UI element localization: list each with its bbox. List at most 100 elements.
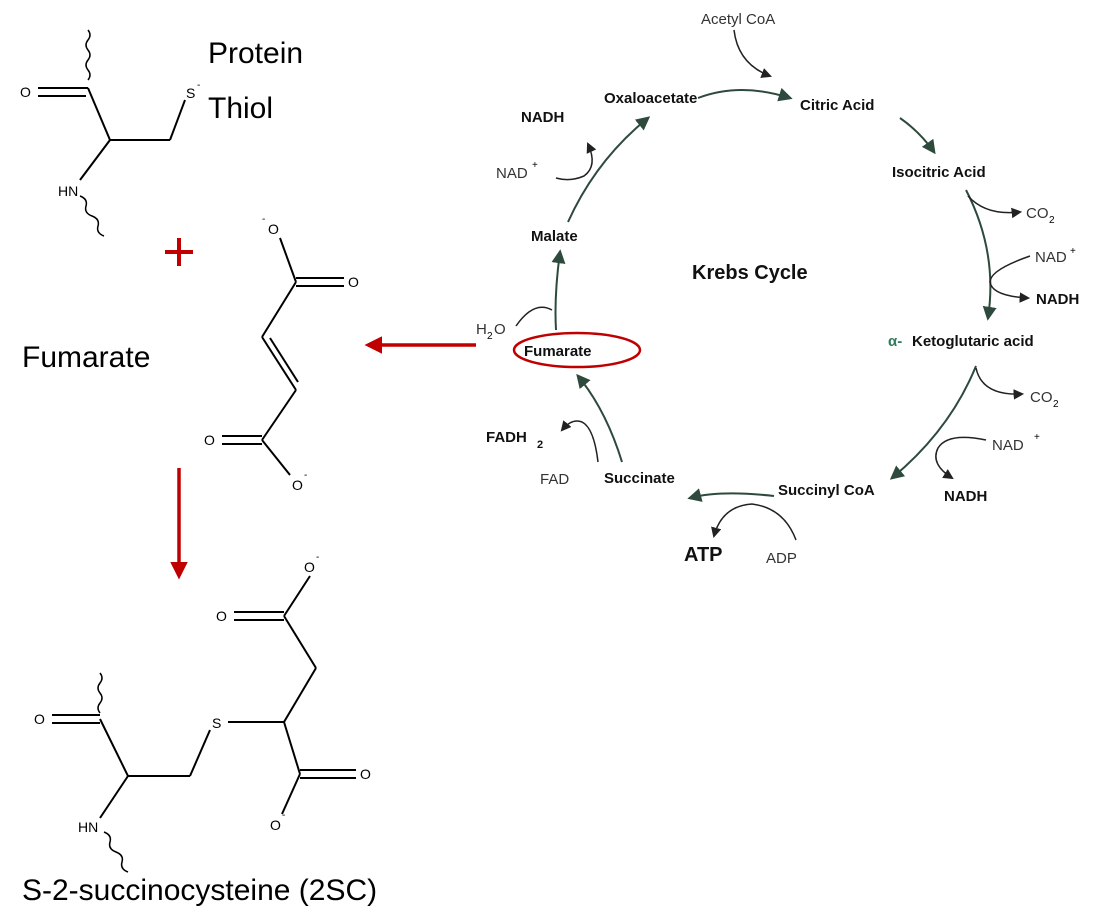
arrow-fumarate-to-malate	[551, 249, 566, 331]
fadh2-sub: 2	[537, 439, 543, 451]
atom-o: O	[304, 559, 315, 575]
atom-s: S	[186, 85, 195, 101]
bond	[261, 389, 297, 441]
arrow-ketoglutaric-to-succinylcoa	[889, 365, 977, 480]
fumarate-label: Fumarate	[22, 341, 150, 374]
nadh-label-1: NADH	[1036, 291, 1079, 308]
bond	[283, 575, 311, 617]
bond	[261, 439, 291, 476]
atom-hn: HN	[78, 819, 98, 835]
plus-sign	[165, 238, 193, 266]
atom-o: O	[204, 432, 215, 448]
protein-thiol-label-line1: Protein	[208, 37, 303, 70]
atom-o: O	[268, 221, 279, 237]
co2-sub-1: 2	[1049, 215, 1055, 226]
krebs-cycle: Krebs Cycle Citric Acid Isocitric Acid α…	[476, 11, 1079, 567]
bond	[87, 87, 111, 141]
wavy-bond-bottom	[103, 831, 129, 873]
atom-o: O	[216, 608, 227, 624]
nadh-label-2: NADH	[944, 488, 987, 505]
protein-thiol-structure: O S - HN	[20, 29, 200, 237]
atom-s: S	[212, 715, 221, 731]
atom-o: O	[34, 711, 45, 727]
h2o-label-end: O	[494, 321, 506, 338]
protein-thiol-label-line2: Thiol	[208, 92, 273, 125]
co2-sub-2: 2	[1053, 399, 1059, 410]
charge: -	[282, 810, 285, 821]
arrow-co2-1	[967, 195, 1023, 219]
alpha-symbol: α-	[888, 333, 902, 350]
atom-o: O	[20, 84, 31, 100]
isocitric-acid-label: Isocitric Acid	[892, 164, 986, 181]
atom-o: O	[348, 274, 359, 290]
bond	[189, 729, 211, 777]
arrow-citric-to-isocitric	[899, 117, 936, 155]
fadh2-label: FADH	[486, 429, 527, 446]
nad-sup-3: +	[532, 160, 538, 171]
citric-acid-label: Citric Acid	[800, 97, 874, 114]
bond	[281, 773, 301, 815]
bond	[261, 336, 297, 391]
nad-sup-2: +	[1034, 432, 1040, 443]
fad-label: FAD	[540, 471, 569, 488]
arrow-oxaloacetate-to-citric	[697, 87, 793, 102]
h2o-join	[515, 306, 553, 327]
nad-label-1: NAD	[1035, 249, 1067, 266]
arrow-nadh-1	[989, 255, 1031, 303]
arrow-atp	[711, 503, 797, 541]
nad-label-2: NAD	[992, 437, 1024, 454]
adp-label: ADP	[766, 550, 797, 567]
nadh-label-3: NADH	[521, 109, 564, 126]
ketoglutaric-acid-label: Ketoglutaric acid	[912, 333, 1034, 350]
acetyl-coa-label: Acetyl CoA	[701, 11, 775, 28]
bond	[169, 99, 186, 141]
krebs-cycle-title: Krebs Cycle	[692, 262, 808, 284]
bond	[99, 718, 129, 777]
wavy-bond-top	[85, 29, 91, 81]
bond	[261, 281, 297, 338]
bond	[99, 775, 129, 819]
bond	[283, 615, 317, 669]
fumarate-highlight	[512, 331, 642, 369]
atp-label: ATP	[684, 544, 723, 566]
arrow-isocitric-to-ketoglutaric	[965, 189, 997, 321]
bond	[283, 667, 317, 723]
succinate-label: Succinate	[604, 470, 675, 487]
succinyl-coa-label: Succinyl CoA	[778, 482, 875, 499]
arrow-succinylcoa-to-succinate	[687, 488, 775, 502]
fumarate-cycle-label: Fumarate	[524, 343, 592, 360]
malate-label: Malate	[531, 228, 578, 245]
atom-o: O	[292, 477, 303, 493]
bond	[283, 721, 301, 775]
h2o-label: H	[476, 321, 487, 338]
arrow-nadh-2	[935, 436, 987, 480]
charge: -	[316, 552, 319, 563]
bond	[269, 337, 299, 383]
nad-label-3: NAD	[496, 165, 528, 182]
arrow-malate-to-oxaloacetate	[567, 116, 651, 223]
co2-label-2: CO	[1030, 389, 1053, 406]
atom-o: O	[270, 817, 281, 833]
atom-hn: HN	[58, 183, 78, 199]
wavy-bond-bottom	[79, 195, 105, 237]
fumarate-structure: O - O O O -	[204, 214, 359, 493]
atom-o: O	[360, 766, 371, 782]
h2o-sub: 2	[487, 331, 493, 342]
arrow-acetyl-coa	[733, 29, 772, 78]
bond	[79, 139, 111, 181]
arrow-nadh-3	[555, 142, 597, 181]
charge: -	[197, 80, 200, 91]
charge: -	[304, 470, 307, 481]
arrow-co2-2	[975, 367, 1025, 400]
oxaloacetate-label: Oxaloacetate	[604, 90, 697, 107]
wavy-bond-top	[97, 672, 103, 714]
bond	[279, 237, 297, 283]
nad-sup-1: +	[1070, 246, 1076, 257]
charge: -	[262, 214, 265, 225]
co2-label-1: CO	[1026, 205, 1049, 222]
arrow-succinate-to-fumarate	[576, 373, 623, 463]
product-label: S-2-succinocysteine (2SC)	[22, 874, 377, 907]
succinocysteine-structure: O S O O - O O - HN	[34, 552, 371, 873]
arrow-fadh2	[560, 420, 599, 463]
